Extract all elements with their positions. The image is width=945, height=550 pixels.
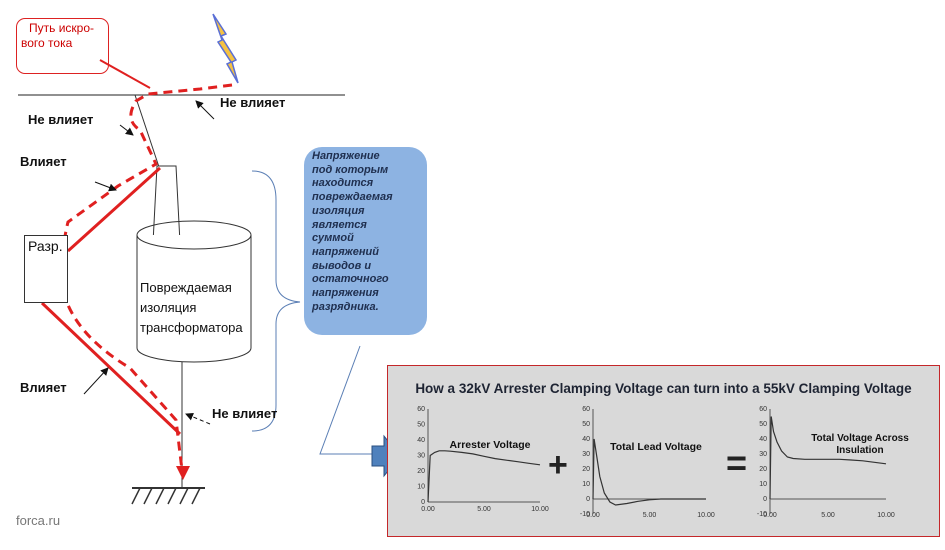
note-line: разрядника. (312, 300, 379, 313)
y-tick-label: 50 (417, 422, 425, 429)
voltage-note: Напряжение под которым находится поврежд… (304, 147, 427, 335)
x-tick-label: 10.00 (877, 512, 895, 519)
ground-hatch (131, 487, 201, 505)
callout-line1: Путь искро- (29, 21, 95, 35)
y-tick-label: 50 (582, 421, 590, 428)
y-tick-label: 30 (759, 451, 767, 458)
y-tick-label: 20 (417, 468, 425, 475)
x-tick-label: 0.00 (421, 506, 435, 513)
note-line: напряжений (312, 245, 379, 258)
y-tick-label: -10 (580, 511, 590, 518)
note-line: повреждаемая (312, 191, 393, 204)
y-tick-label: 20 (759, 466, 767, 473)
note-line: суммой (312, 232, 354, 245)
arrester-lead-lower (40, 301, 182, 436)
transformer-line3: трансформатора (140, 320, 243, 335)
series-line (592, 438, 706, 506)
x-tick-label: 10.00 (697, 512, 715, 519)
y-tick-label: 40 (417, 437, 425, 444)
transformer-top (136, 220, 252, 250)
arrester-lead-upper (66, 166, 162, 253)
panel-title: How a 32kV Arrester Clamping Voltage can… (415, 381, 912, 396)
note-line: является (312, 218, 367, 231)
note-line: находится (312, 177, 374, 190)
y-tick-label: 60 (417, 406, 425, 413)
note-line: напряжения (312, 287, 379, 300)
transformer-bushing (152, 165, 181, 244)
pointer-arrow-upper-lead (94, 181, 117, 192)
label-ne-vliyaet-bottom: Не влияет (212, 406, 278, 421)
callout-line2: вого тока (21, 36, 73, 50)
y-tick-label: 20 (582, 466, 590, 473)
x-tick-label: 10.00 (531, 506, 549, 513)
equals-sign: = (726, 442, 748, 483)
series-line (427, 450, 541, 503)
note-line: остаточного (312, 273, 389, 286)
y-tick-label: 50 (759, 421, 767, 428)
y-tick-label: 10 (417, 484, 425, 491)
chart-title: Total Lead Voltage (610, 441, 702, 453)
transformer-line2: изоляция (140, 300, 197, 315)
x-tick-label: 0.00 (763, 512, 777, 519)
x-tick-label: 5.00 (477, 506, 491, 513)
lightning-bolt-icon (212, 13, 239, 84)
spark-path-callout: Путь искро- вого тока (16, 18, 109, 74)
y-tick-label: 10 (582, 481, 590, 488)
lead-top (134, 94, 161, 171)
label-vliyaet-lower: Влияет (20, 380, 67, 395)
x-tick-label: 0.00 (586, 512, 600, 519)
transformer-label: Повреждаемая изоляция трансформатора (140, 278, 262, 338)
note-line: изоляция (312, 204, 365, 217)
transformer-tank (136, 235, 252, 363)
y-tick-label: 10 (759, 481, 767, 488)
note-line: Напряжение (312, 150, 380, 162)
y-tick-label: 60 (582, 406, 590, 413)
path-arrowhead (176, 466, 190, 480)
note-leader (319, 345, 372, 455)
note-line: выводов и (312, 259, 372, 272)
chart-title: Total Voltage Across (811, 433, 909, 444)
pointer-arrow-lower-lead (83, 367, 109, 395)
y-tick-label: 60 (759, 406, 767, 413)
y-tick-label: 30 (582, 451, 590, 458)
plus-sign: + (548, 446, 568, 484)
chart-title: Insulation (836, 445, 883, 456)
chart-title: Arrester Voltage (450, 439, 531, 451)
note-line: под которым (312, 163, 389, 176)
series-line (769, 416, 887, 500)
pointer-arrow-top-right (195, 100, 215, 120)
y-tick-label: 40 (582, 436, 590, 443)
y-tick-label: 0 (763, 496, 767, 503)
y-tick-label: 0 (421, 499, 425, 506)
y-tick-label: 30 (417, 453, 425, 460)
clamping-voltage-panel: How a 32kV Arrester Clamping Voltage can… (387, 365, 940, 537)
y-tick-label: 0 (586, 496, 590, 503)
brace (251, 170, 301, 432)
footer-site: forca.ru (16, 513, 61, 528)
y-tick-label: -10 (757, 511, 767, 518)
x-tick-label: 5.00 (821, 512, 835, 519)
label-vliyaet-upper: Влияет (20, 154, 67, 169)
x-tick-label: 5.00 (643, 512, 657, 519)
label-ne-vliyaet-top: Не влияет (220, 95, 286, 110)
label-ne-vliyaet-left: Не влияет (28, 112, 94, 127)
arrester-label: Разр. (28, 238, 63, 254)
arrester-box: Разр. (24, 235, 68, 303)
y-tick-label: 40 (759, 436, 767, 443)
transformer-line1: Повреждаемая (140, 280, 232, 295)
pointer-arrow-top-left (119, 124, 134, 136)
pointer-arrow-bottom (185, 413, 211, 425)
